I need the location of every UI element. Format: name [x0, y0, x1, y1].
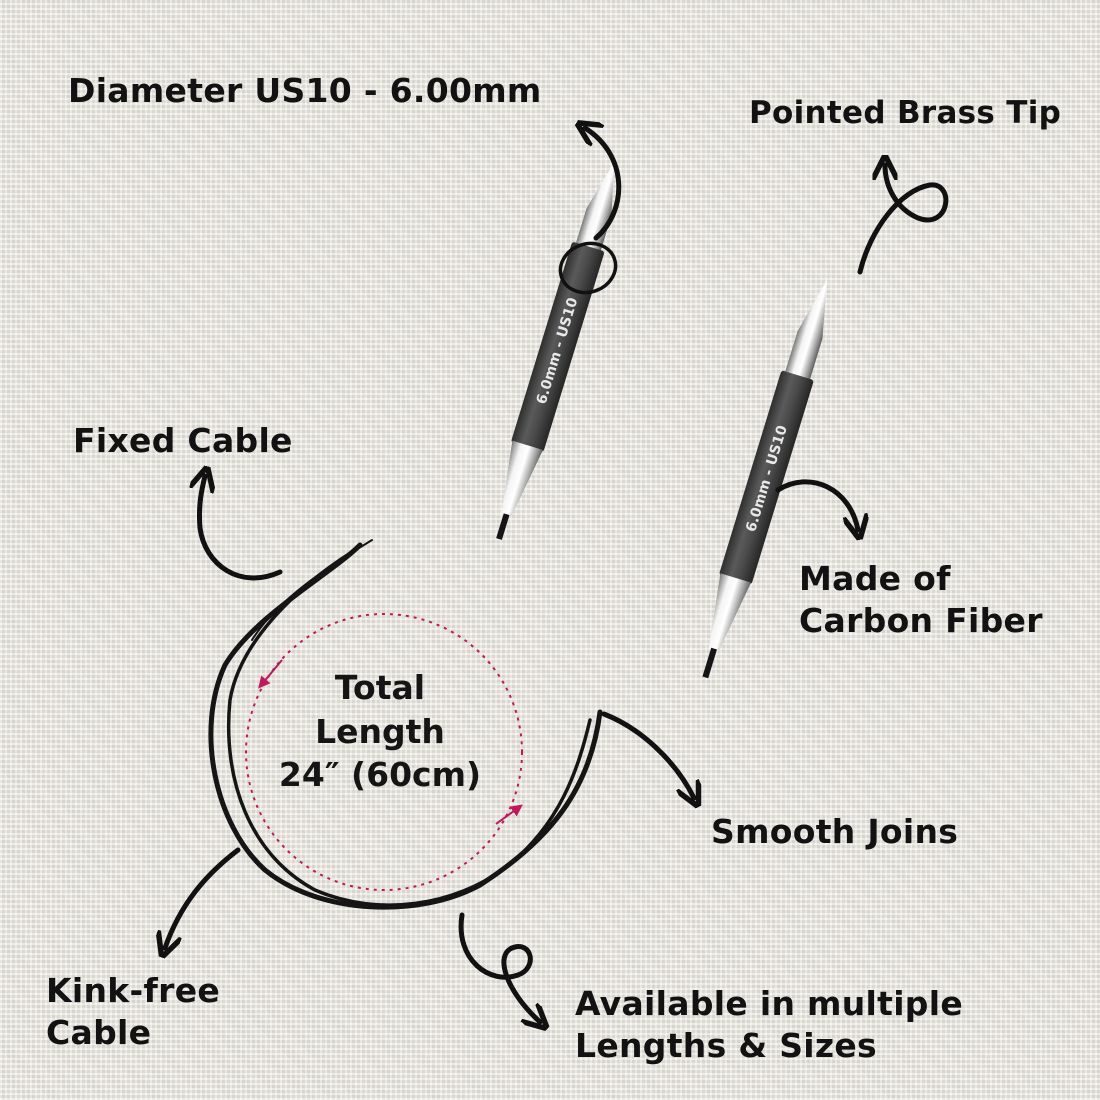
left-needle-join — [501, 440, 543, 518]
length-dashed-circle — [245, 613, 523, 891]
diameter-label: Diameter US10 - 6.00mm — [68, 71, 542, 110]
available-loop-arrow-icon — [458, 912, 540, 1022]
cable — [208, 539, 603, 910]
brass-tip-label: Pointed Brass Tip — [749, 95, 1062, 131]
red-arrow-icon-bottom — [495, 804, 523, 825]
diameter-ring-icon — [558, 241, 618, 295]
total-length-line2: Length — [315, 711, 445, 751]
kink-free-label: Kink-free Cable — [46, 970, 220, 1054]
smooth-joins-label: Smooth Joins — [711, 812, 959, 851]
kink-free-label-line2: Cable — [46, 1013, 152, 1053]
carbon-arrow-icon — [775, 479, 858, 530]
total-length-label: Total Length 24″ (60cm) — [268, 666, 492, 797]
available-label-line2: Lengths & Sizes — [575, 1026, 877, 1066]
tip-loop-arrow-icon — [857, 165, 949, 275]
total-length-line3: 24″ (60cm) — [278, 755, 482, 795]
smooth-joins-arrow-icon — [601, 711, 694, 798]
available-label: Available in multiple Lengths & Sizes — [575, 983, 963, 1067]
right-needle-join — [708, 573, 752, 653]
right-needle-carbon-body — [719, 370, 814, 585]
kink-free-label-line1: Kink-free — [46, 971, 221, 1010]
left-needle-carbon-body — [511, 242, 604, 452]
diameter-arrow-icon — [585, 128, 622, 241]
carbon-fiber-label-line1: Made of — [799, 559, 951, 598]
available-label-line1: Available in multiple — [575, 984, 964, 1023]
right-needle-tip — [784, 279, 827, 381]
red-arrow-icon-top — [258, 659, 283, 689]
fixed-cable-label: Fixed Cable — [73, 421, 293, 460]
kink-free-arrow-icon — [165, 847, 241, 948]
fixed-cable-arrow-icon — [199, 476, 283, 581]
total-length-line1: Total — [334, 668, 426, 707]
carbon-fiber-label: Made of Carbon Fiber — [799, 558, 1043, 642]
left-needle: 6.0mm - US10 — [496, 162, 615, 540]
carbon-fiber-label-line2: Carbon Fiber — [799, 601, 1043, 641]
